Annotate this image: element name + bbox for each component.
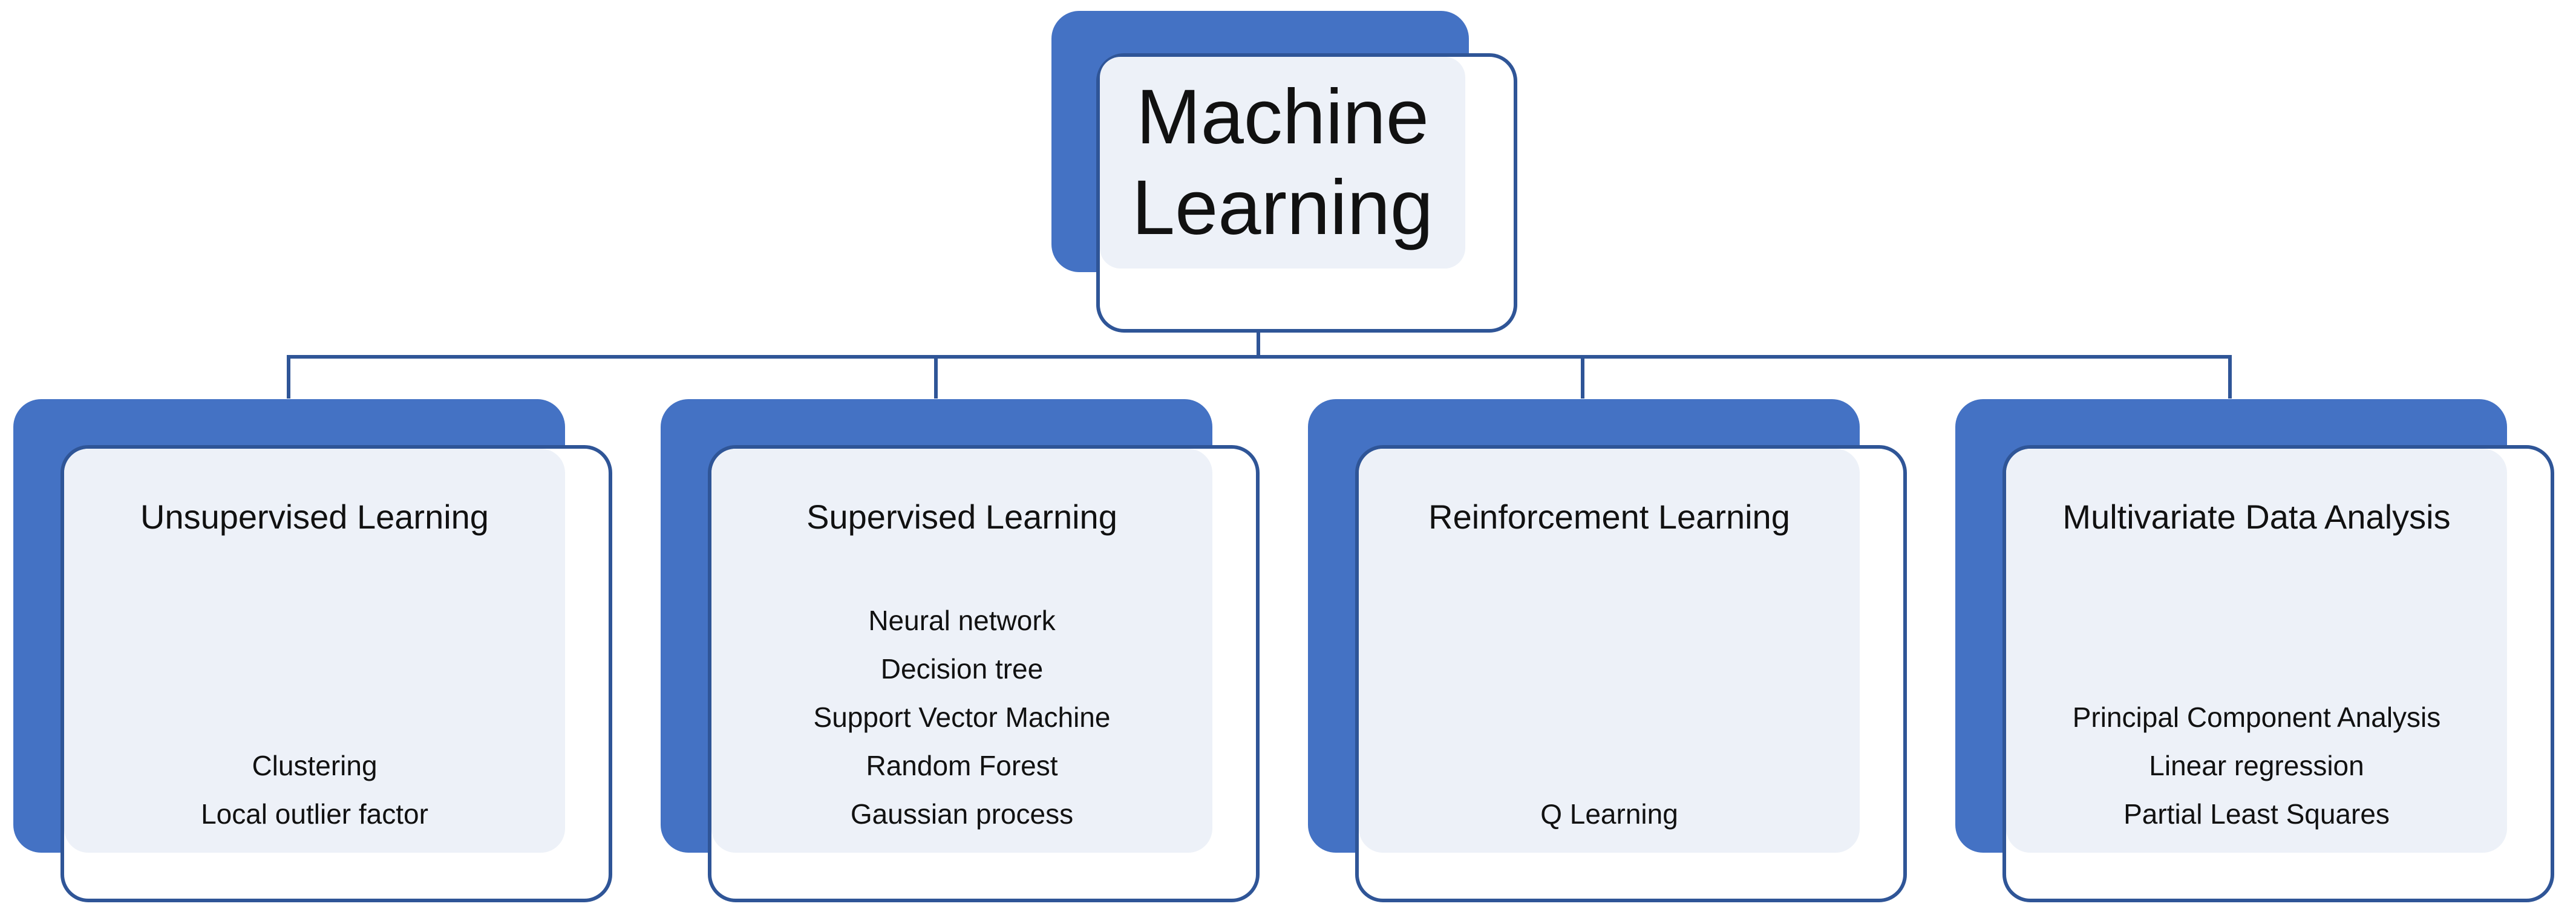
root-title-line-2: Learning: [1131, 164, 1434, 251]
list-item: Support Vector Machine: [813, 702, 1111, 733]
child-node-content: Reinforcement Learning Q Learning: [1359, 449, 1860, 853]
root-title-line-1: Machine: [1136, 74, 1429, 160]
node-title: Reinforcement Learning: [1428, 498, 1790, 536]
list-item: Random Forest: [866, 750, 1058, 781]
child-node-overlap-shape: [711, 449, 1212, 853]
list-item: Q Learning: [1540, 798, 1678, 830]
list-item: Principal Component Analysis: [2072, 702, 2441, 733]
list-item: Linear regression: [2149, 750, 2364, 781]
child-node-overlap-shape: [2006, 449, 2507, 853]
node-item-list: Neural network Decision tree Support Vec…: [711, 596, 1212, 838]
child-node-overlap-shape: [64, 449, 565, 853]
node-item-list: Q Learning: [1359, 790, 1860, 838]
list-item: Neural network: [868, 605, 1056, 636]
root-node-title: Machine Learning: [1100, 57, 1465, 269]
child-node-content: Supervised Learning Neural network Decis…: [711, 449, 1212, 853]
node-title: Unsupervised Learning: [140, 498, 489, 536]
list-item: Partial Least Squares: [2123, 798, 2390, 830]
list-item: Decision tree: [880, 653, 1044, 685]
node-item-list: Principal Component Analysis Linear regr…: [2006, 693, 2507, 838]
list-item: Local outlier factor: [201, 798, 428, 830]
child-node-content: Multivariate Data Analysis Principal Com…: [2006, 449, 2507, 853]
node-item-list: Clustering Local outlier factor: [64, 741, 565, 838]
child-node-overlap-shape: [1359, 449, 1860, 853]
node-title: Multivariate Data Analysis: [2062, 498, 2451, 536]
list-item: Gaussian process: [850, 798, 1074, 830]
node-title: Supervised Learning: [806, 498, 1117, 536]
child-node-content: Unsupervised Learning Clustering Local o…: [64, 449, 565, 853]
root-node-overlap-shape: [1100, 57, 1465, 269]
list-item: Clustering: [252, 750, 378, 781]
